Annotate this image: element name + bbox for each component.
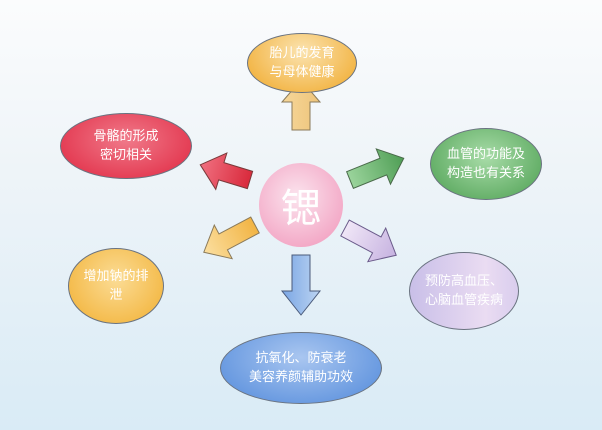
node-line: 预防高血压、 (424, 274, 503, 289)
node-vascular-function: 血管的功能及构造也有关系 (430, 128, 542, 200)
node-line: 增加钠的排 (83, 269, 149, 284)
node-hypertension-prevention: 预防高血压、心脑血管疾病 (409, 252, 519, 330)
node-fetal-development: 胎儿的发育与母体健康 (247, 33, 357, 93)
node-line: 血管的功能及 (446, 147, 525, 162)
node-bone-formation: 骨骼的形成密切相关 (60, 113, 192, 179)
node-antioxidant: 抗氧化、防衰老美容养颜辅助功效 (220, 332, 382, 404)
node-line: 心脑血管疾病 (424, 293, 503, 308)
node-line: 胎儿的发育 (269, 46, 335, 61)
node-line: 构造也有关系 (446, 166, 525, 181)
node-line: 骨骼的形成 (93, 129, 159, 144)
arrow-up-left (199, 152, 254, 191)
center-element-strontium: 锶 (259, 163, 343, 247)
node-line: 密切相关 (99, 148, 152, 163)
arrow-down-left (203, 216, 260, 260)
node-line: 抗氧化、防衰老 (255, 351, 347, 366)
arrow-down-right (340, 219, 397, 263)
node-line: 美容养颜辅助功效 (248, 370, 353, 385)
node-line: 与母体健康 (269, 65, 335, 80)
node-line: 泄 (109, 288, 123, 303)
arrow-right (345, 148, 405, 189)
node-sodium-excretion: 增加钠的排泄 (68, 248, 164, 324)
arrow-down (280, 254, 322, 316)
